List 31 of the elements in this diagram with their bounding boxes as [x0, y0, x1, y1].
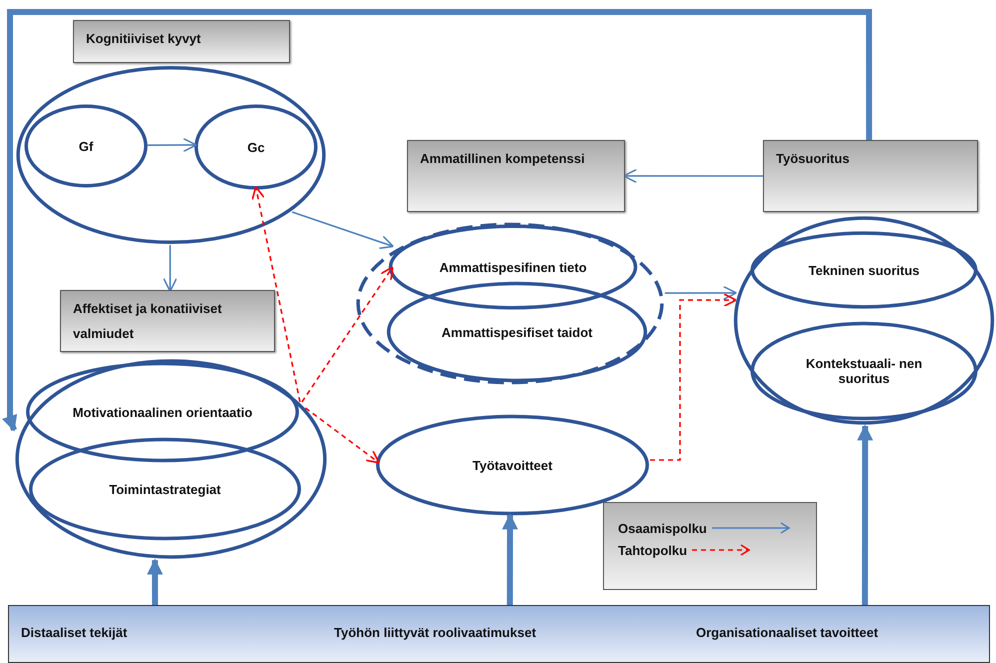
ellipse-node: Kontekstuaali- nen suoritus: [750, 322, 978, 420]
legend-text: Tahtopolku: [618, 542, 688, 558]
ellipse-node: Gc: [195, 105, 317, 189]
arrow: [162, 245, 178, 292]
heading-box: Kognitiiviset kyvyt: [73, 20, 290, 63]
category-label: Organisationaaliset tavoitteet: [696, 606, 986, 642]
legend-text: Osaamispolku: [618, 520, 707, 536]
thick-arrow: [146, 558, 163, 605]
arrow: [147, 138, 198, 152]
heading-box: Ammatillinen kompetenssi: [407, 140, 625, 212]
dashed-arrow: [305, 407, 380, 464]
category-label: Työhön liittyvät roolivaatimukset: [334, 606, 664, 642]
dashed-arrow: [650, 293, 738, 461]
thick-arrow: [502, 513, 518, 605]
arrow: [664, 286, 738, 300]
category-label: Distaaliset tekijät: [21, 606, 291, 642]
ellipse-node: Toimintastrategiat: [28, 438, 302, 540]
arrow: [292, 211, 394, 250]
heading-box: Affektiset ja konatiiviset valmiudet: [60, 290, 275, 352]
ellipse-node: Motivationaalinen orientaatio: [25, 362, 300, 462]
dashed-arrow: [301, 266, 394, 402]
base-bar: [8, 605, 990, 663]
ellipse-node: Tekninen suoritus: [750, 232, 978, 308]
ellipse-node: Työtavoitteet: [375, 415, 650, 515]
ellipse-node: Ammattispesifinen tieto: [388, 225, 638, 309]
dashed-arrow: [251, 186, 301, 402]
thick-arrow: [2, 9, 872, 432]
ellipse-node: Ammattispesifiset taidot: [386, 282, 648, 382]
ellipse-node: Gf: [25, 105, 147, 187]
heading-box: Työsuoritus: [763, 140, 978, 212]
thick-arrow: [857, 424, 874, 605]
